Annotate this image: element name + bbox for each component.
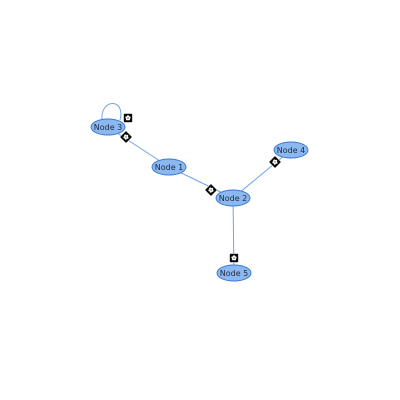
edge-handle-e-n2-n5[interactable] [229,253,239,263]
flower-icon [123,134,129,140]
flower-icon [208,187,214,193]
node-label: Node 1 [155,163,184,172]
handle-box[interactable] [268,155,282,169]
node-label: Node 5 [220,269,249,278]
graph-node-n4[interactable]: Node 4 [273,141,309,159]
handle-box[interactable] [119,130,133,144]
graph-node-n2[interactable]: Node 2 [215,189,251,207]
node-ellipse[interactable] [215,189,251,207]
nodes-layer: Node 1 Node 2 Node 3 Node 4 Node 5 [90,118,309,282]
edge-handle-e-n1-n2[interactable] [204,183,218,197]
node-ellipse[interactable] [216,264,252,282]
edge-handle-e-n3-n3[interactable] [123,113,133,123]
node-label: Node 3 [94,123,123,132]
handle-box[interactable] [229,253,239,263]
flower-icon [231,255,237,261]
edge-e-n2-n4[interactable] [232,149,292,199]
graph-node-n1[interactable]: Node 1 [151,158,187,176]
edges-layer [101,103,292,274]
node-ellipse[interactable] [273,141,309,159]
node-label: Node 4 [277,146,306,155]
handle-box[interactable] [123,113,133,123]
handles-layer [119,113,282,263]
edge-e-n3-n3[interactable] [101,103,122,121]
edge-handle-e-n2-n4[interactable] [268,155,282,169]
graph-node-n5[interactable]: Node 5 [216,264,252,282]
flower-icon [272,159,278,165]
node-ellipse[interactable] [90,118,126,136]
graph-node-n3[interactable]: Node 3 [90,118,126,136]
edge-handle-e-n1-n3[interactable] [119,130,133,144]
handle-box[interactable] [204,183,218,197]
node-ellipse[interactable] [151,158,187,176]
node-label: Node 2 [219,194,248,203]
flower-icon [125,115,131,121]
